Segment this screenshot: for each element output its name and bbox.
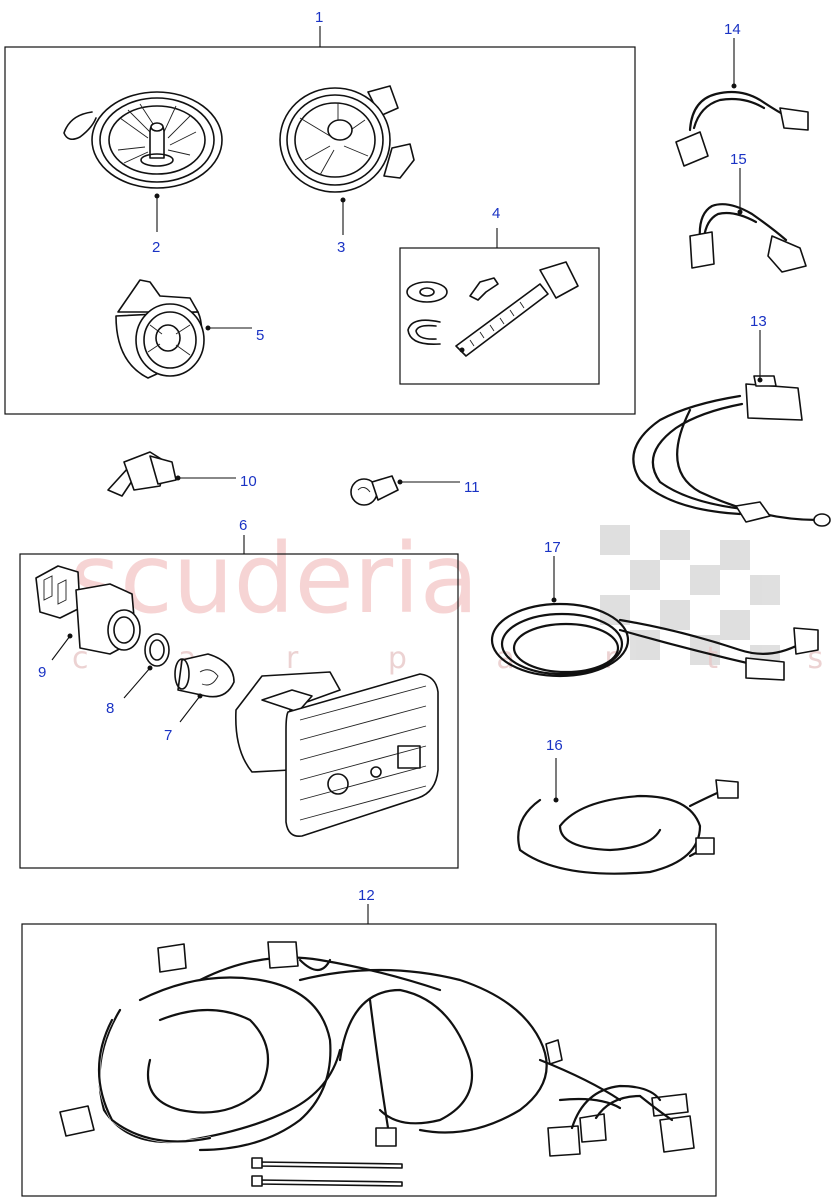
part-9-bulb-holder bbox=[35, 565, 141, 655]
part-5-lamp-housing bbox=[115, 279, 205, 379]
part-17-coiled-harness bbox=[490, 602, 819, 681]
callout-17[interactable]: 17 bbox=[544, 539, 561, 556]
kit-box-12: 12 bbox=[21, 887, 717, 1197]
callout-14[interactable]: 14 bbox=[724, 21, 741, 38]
part-10-bulb-h7 bbox=[107, 451, 177, 497]
kit-box-12-frame bbox=[21, 923, 717, 1197]
kit-box-6-frame bbox=[19, 553, 459, 869]
callout-7[interactable]: 7 bbox=[164, 727, 172, 744]
callout-6[interactable]: 6 bbox=[239, 517, 247, 534]
kit-box-6: 6 9 8 7 bbox=[19, 517, 459, 869]
part-15-short-harness bbox=[689, 203, 807, 273]
callout-13[interactable]: 13 bbox=[750, 313, 767, 330]
callout-1[interactable]: 1 bbox=[315, 9, 323, 26]
callout-10[interactable]: 10 bbox=[240, 473, 257, 490]
checkered-flag-watermark bbox=[600, 525, 780, 675]
kit-box-1: 1 bbox=[4, 9, 636, 415]
part-16-coiled-harness bbox=[517, 779, 739, 875]
callout-12[interactable]: 12 bbox=[358, 887, 375, 904]
callout-11[interactable]: 11 bbox=[464, 479, 480, 496]
part-6-side-indicator-lamp bbox=[235, 671, 439, 838]
part-11-small-bulb bbox=[350, 475, 399, 506]
part-13-relay-harness bbox=[632, 375, 831, 527]
part-2-lamp-reflector bbox=[63, 91, 223, 189]
callout-16[interactable]: 16 bbox=[546, 737, 563, 754]
part-8-seal-ring bbox=[144, 633, 170, 667]
part-12-main-harness bbox=[59, 941, 695, 1157]
watermark-brand: scuderia bbox=[70, 523, 479, 635]
fixings-box-frame bbox=[399, 247, 600, 385]
part-7-indicator-bulb bbox=[174, 653, 235, 698]
part-3-lamp-with-bracket bbox=[279, 85, 415, 193]
callout-4[interactable]: 4 bbox=[492, 205, 500, 222]
callout-9[interactable]: 9 bbox=[38, 664, 46, 681]
callout-5[interactable]: 5 bbox=[256, 327, 264, 344]
callout-15[interactable]: 15 bbox=[730, 151, 747, 168]
cable-ties bbox=[251, 1157, 403, 1187]
callout-3[interactable]: 3 bbox=[337, 239, 345, 256]
part-4-fixings-kit: 4 bbox=[399, 205, 600, 385]
callout-2[interactable]: 2 bbox=[152, 239, 160, 256]
part-14-short-harness bbox=[675, 90, 809, 167]
callout-8[interactable]: 8 bbox=[106, 700, 114, 717]
watermark: scuderia c a r p a r t s bbox=[70, 523, 823, 676]
